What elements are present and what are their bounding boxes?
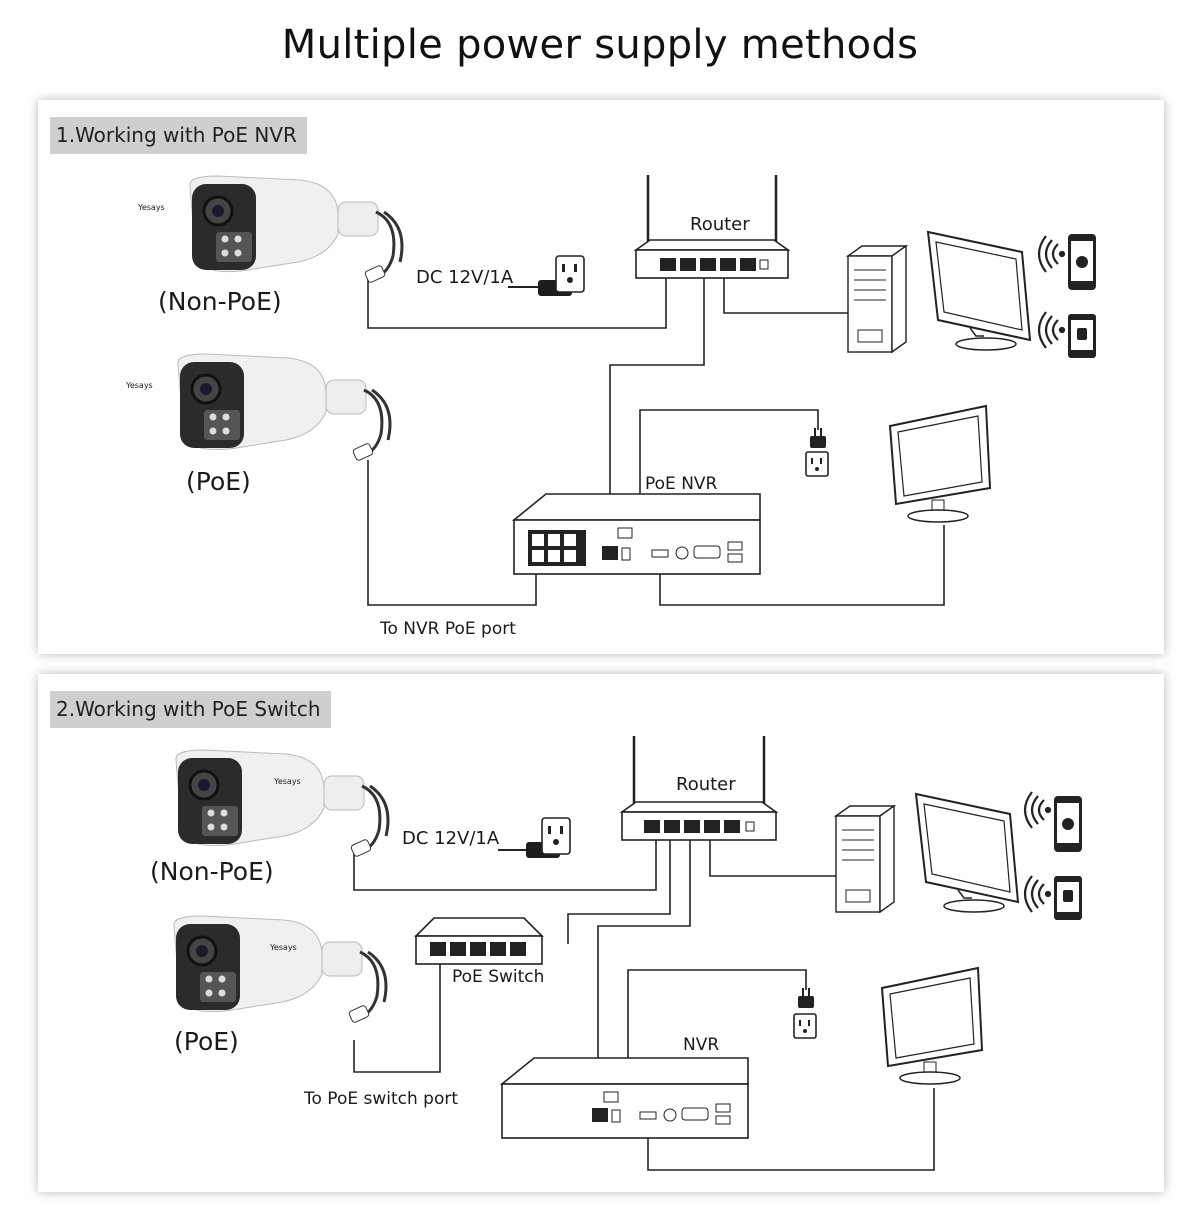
page-title: Multiple power supply methods bbox=[281, 22, 919, 68]
wire-dc-to-router bbox=[367, 275, 667, 329]
monitor-icon bbox=[926, 230, 1032, 351]
wire-switch-to-camera bbox=[353, 964, 441, 1073]
camera-brand: Yesays bbox=[125, 381, 153, 390]
switch-label: PoE Switch bbox=[452, 967, 544, 987]
wifi-signal-icon bbox=[1037, 235, 1066, 273]
wall-outlet-icon bbox=[555, 255, 585, 293]
wire-nvr-to-monitor bbox=[647, 1088, 935, 1171]
android-phone-icon bbox=[1068, 314, 1096, 358]
wall-outlet-icon bbox=[793, 1013, 817, 1039]
bullet-camera-icon bbox=[175, 749, 390, 857]
nvr-device-icon bbox=[499, 1057, 749, 1139]
camera-label-non-poe: (Non-PoE) bbox=[150, 857, 274, 886]
bullet-camera-icon bbox=[189, 175, 404, 283]
section-poe-nvr: 1.Working with PoE NVR Yesays (Non-PoE) bbox=[38, 100, 1164, 654]
router-label: Router bbox=[690, 214, 750, 235]
nvr-label: NVR bbox=[683, 1035, 719, 1055]
wire-dc-to-router bbox=[353, 840, 657, 891]
pc-tower-icon bbox=[833, 804, 897, 914]
wire-router-to-switch bbox=[567, 840, 671, 944]
bullet-camera-icon bbox=[173, 915, 388, 1023]
camera-label-poe: (PoE) bbox=[174, 1027, 239, 1056]
monitor-icon bbox=[888, 404, 992, 523]
monitor-icon bbox=[914, 792, 1020, 913]
router-label: Router bbox=[676, 774, 736, 795]
port-note: To NVR PoE port bbox=[379, 619, 516, 639]
wire-nvr-power bbox=[639, 409, 819, 545]
poe-switch-icon bbox=[414, 917, 544, 965]
section-label: 1.Working with PoE NVR bbox=[50, 117, 307, 154]
wire-camera-to-nvr bbox=[367, 460, 537, 606]
camera-brand: Yesays bbox=[137, 203, 165, 212]
wire-router-to-pc bbox=[709, 840, 836, 877]
monitor-icon bbox=[880, 966, 984, 1085]
power-plug-icon bbox=[810, 428, 826, 448]
camera-label-poe: (PoE) bbox=[186, 467, 251, 496]
dc-label: DC 12V/1A bbox=[402, 828, 500, 849]
section-poe-switch: 2.Working with PoE Switch Yesays (Non-Po… bbox=[38, 674, 1164, 1192]
bullet-camera-icon bbox=[177, 353, 392, 461]
camera-label-non-poe: (Non-PoE) bbox=[158, 287, 282, 316]
dc-label: DC 12V/1A bbox=[416, 267, 514, 288]
router-icon bbox=[633, 175, 791, 279]
android-phone-icon bbox=[1054, 876, 1082, 920]
camera-brand: Yesays bbox=[269, 943, 297, 952]
wire-router-to-pc bbox=[723, 278, 851, 314]
port-note: To PoE switch port bbox=[303, 1089, 458, 1109]
nvr-device-icon bbox=[511, 493, 761, 575]
router-icon bbox=[619, 736, 779, 841]
iphone-icon bbox=[1068, 234, 1096, 290]
wall-outlet-icon bbox=[805, 451, 829, 477]
wifi-signal-icon bbox=[1023, 791, 1052, 829]
wire-nvr-to-monitor bbox=[659, 525, 945, 606]
wire-nvr-power bbox=[627, 969, 807, 1109]
wall-outlet-icon bbox=[541, 817, 571, 855]
camera-brand: Yesays bbox=[273, 777, 301, 786]
wire-router-to-nvr bbox=[609, 278, 705, 540]
section-label: 2.Working with PoE Switch bbox=[50, 691, 331, 728]
nvr-label: PoE NVR bbox=[645, 474, 718, 494]
wifi-signal-icon bbox=[1037, 311, 1066, 349]
iphone-icon bbox=[1054, 796, 1082, 852]
wire-router-to-nvr bbox=[597, 840, 691, 1104]
wifi-signal-icon bbox=[1023, 875, 1052, 913]
power-plug-icon bbox=[798, 988, 814, 1008]
pc-tower-icon bbox=[845, 244, 909, 354]
